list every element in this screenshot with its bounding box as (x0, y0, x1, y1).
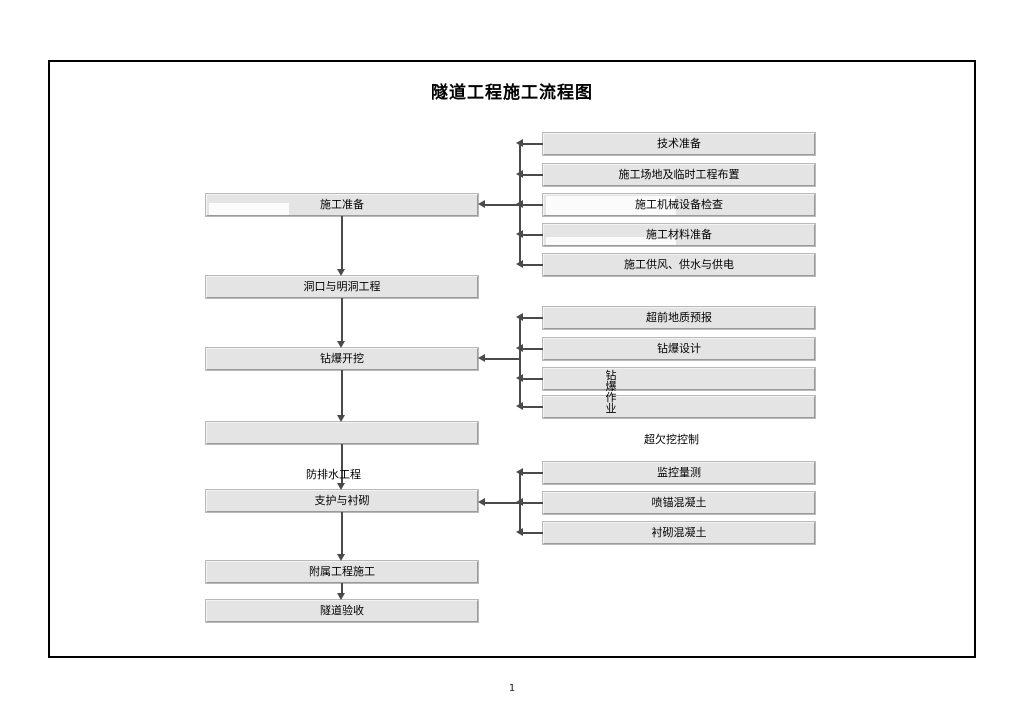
branch-arm-excavation-0 (519, 317, 543, 319)
arrowhead-drill-to-waterproof (337, 415, 345, 422)
arrowhead-branch-prep-2 (516, 200, 523, 208)
arrowhead-branch-prep-0 (516, 139, 523, 147)
arrowhead-branch-excavation-3 (516, 402, 523, 410)
branch-box-prep-3[interactable]: 施工材料准备 (542, 223, 816, 247)
branch-box-prep-4-label: 施工供风、供水与供电 (624, 257, 734, 271)
branch-feed-prep (485, 204, 521, 206)
box-wash-artifact (546, 237, 676, 245)
arrowhead-branch-excavation-1 (516, 344, 523, 352)
arrowhead-waterproof-to-support (337, 483, 345, 490)
branch-box-prep-2[interactable]: 施工机械设备检查 (542, 193, 816, 217)
flow-box-ancillary[interactable]: 附属工程施工 (205, 560, 479, 584)
branch-box-excavation-1[interactable]: 钻爆设计 (542, 337, 816, 361)
branch-box-prep-3-label: 施工材料准备 (646, 227, 712, 241)
branch-box-support-0[interactable]: 监控量测 (542, 461, 816, 485)
arrowhead-ancillary-to-acceptance (337, 593, 345, 600)
branch-arm-excavation-1 (519, 348, 543, 350)
arrowhead-feed-support (478, 498, 485, 506)
box-wash-artifact (209, 203, 289, 215)
connector-waterproof-to-support (341, 444, 343, 483)
floating-label-overbreak-control: 超欠挖控制 (644, 433, 699, 446)
connector-drill-to-waterproof (341, 370, 343, 415)
branch-feed-support (485, 502, 521, 504)
flow-box-prep-label: 施工准备 (320, 197, 364, 211)
arrowhead-branch-support-1 (516, 498, 523, 506)
flow-box-drill-blast-label: 钻爆开挖 (320, 351, 364, 365)
flow-box-support-label: 支护与衬砌 (314, 493, 370, 507)
arrowhead-support-to-ancillary (337, 554, 345, 561)
branch-feed-excavation (485, 358, 521, 360)
connector-prep-to-portal (341, 216, 343, 269)
branch-box-excavation-0-label: 超前地质预报 (646, 310, 712, 324)
connector-support-to-ancillary (341, 512, 343, 554)
branch-box-excavation-1-label: 钻爆设计 (657, 341, 701, 355)
branch-arm-prep-4 (519, 264, 543, 266)
arrowhead-branch-prep-3 (516, 230, 523, 238)
branch-box-excavation-0[interactable]: 超前地质预报 (542, 306, 816, 330)
branch-box-support-2[interactable]: 衬砌混凝土 (542, 521, 816, 545)
flow-box-drill-blast[interactable]: 钻爆开挖 (205, 347, 479, 371)
overflow-char-2: 作 (605, 391, 617, 404)
branch-arm-prep-2 (519, 204, 543, 206)
arrowhead-branch-excavation-0 (516, 313, 523, 321)
branch-arm-excavation-3 (519, 406, 543, 408)
arrowhead-branch-prep-4 (516, 260, 523, 268)
page-number: 1 (508, 683, 516, 694)
overflow-char-1: 爆 (605, 380, 617, 393)
branch-box-excavation-3[interactable] (542, 395, 816, 419)
branch-box-prep-1-label: 施工场地及临时工程布置 (618, 167, 740, 181)
branch-arm-prep-1 (519, 174, 543, 176)
flow-box-acceptance-label: 隧道验收 (320, 603, 364, 617)
branch-box-prep-1[interactable]: 施工场地及临时工程布置 (542, 163, 816, 187)
branch-box-support-1-label: 喷锚混凝土 (651, 495, 707, 509)
branch-arm-prep-0 (519, 143, 543, 145)
box-wash-artifact (546, 196, 676, 215)
branch-box-prep-4[interactable]: 施工供风、供水与供电 (542, 253, 816, 277)
connector-ancillary-to-acceptance (341, 583, 343, 593)
branch-arm-prep-3 (519, 234, 543, 236)
arrowhead-portal-to-drill (337, 341, 345, 348)
arrowhead-branch-support-0 (516, 468, 523, 476)
floating-label-waterproof-engineering: 防排水工程 (306, 468, 361, 481)
connector-portal-to-drill (341, 298, 343, 341)
arrowhead-branch-prep-1 (516, 170, 523, 178)
overflow-char-0: 钻 (605, 369, 617, 382)
flow-box-waterproof[interactable] (205, 421, 479, 445)
flow-box-support[interactable]: 支护与衬砌 (205, 489, 479, 513)
arrowhead-feed-excavation (478, 354, 485, 362)
flow-box-ancillary-label: 附属工程施工 (309, 564, 375, 578)
branch-box-support-2-label: 衬砌混凝土 (651, 525, 707, 539)
arrowhead-prep-to-portal (337, 269, 345, 276)
flow-box-portal-label: 洞口与明洞工程 (303, 279, 381, 293)
branch-arm-support-0 (519, 472, 543, 474)
branch-box-prep-2-label: 施工机械设备检查 (635, 197, 723, 211)
branch-box-excavation-2[interactable] (542, 367, 816, 391)
overflow-char-3: 业 (605, 402, 617, 415)
branch-box-support-0-label: 监控量测 (657, 465, 701, 479)
branch-arm-support-1 (519, 502, 543, 504)
branch-box-support-1[interactable]: 喷锚混凝土 (542, 491, 816, 515)
flow-box-acceptance[interactable]: 隧道验收 (205, 599, 479, 623)
flow-box-portal[interactable]: 洞口与明洞工程 (205, 275, 479, 299)
branch-box-prep-0-label: 技术准备 (657, 136, 701, 150)
branch-arm-support-2 (519, 532, 543, 534)
arrowhead-branch-support-2 (516, 528, 523, 536)
flow-box-prep[interactable]: 施工准备 (205, 193, 479, 217)
arrowhead-branch-excavation-2 (516, 374, 523, 382)
branch-trunk-excavation (519, 317, 521, 407)
branch-box-prep-0[interactable]: 技术准备 (542, 132, 816, 156)
branch-arm-excavation-2 (519, 378, 543, 380)
arrowhead-feed-prep (478, 200, 485, 208)
page-title: 隧道工程施工流程图 (431, 83, 593, 103)
branch-excavation-overflow-label: 钻 爆 作 业 (604, 370, 618, 414)
